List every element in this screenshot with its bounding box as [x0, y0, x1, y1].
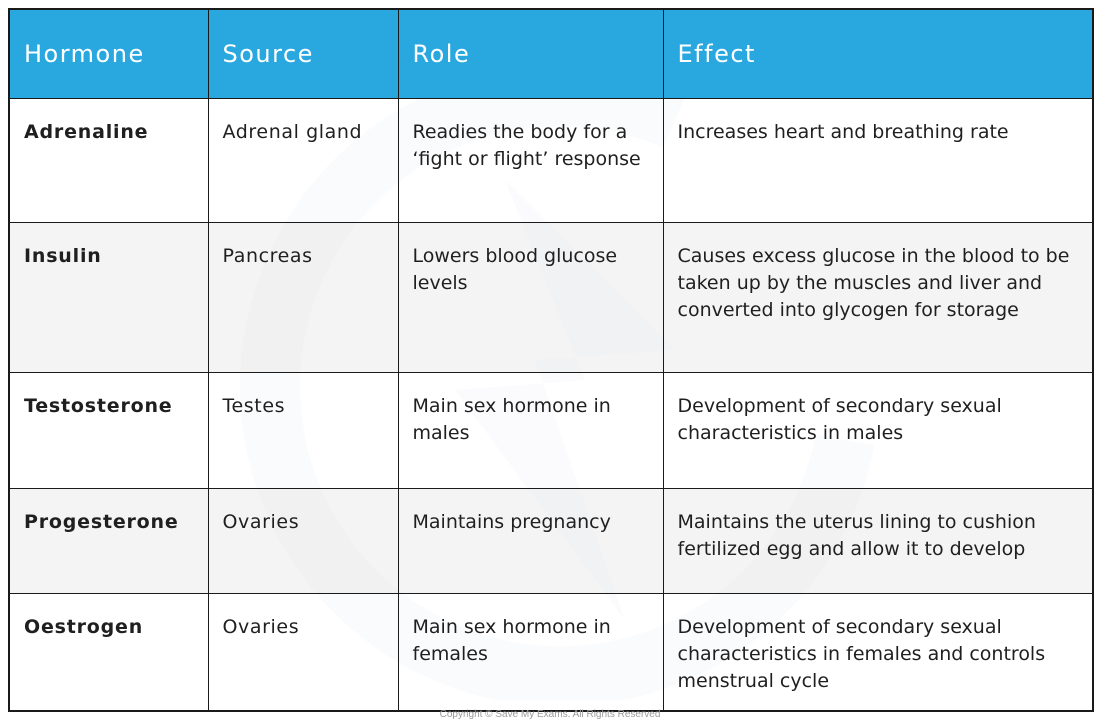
header-role: Role — [397, 8, 664, 99]
table-row: Oestrogen Ovaries Main sex hormone in fe… — [8, 593, 1094, 711]
source-cell: Pancreas — [207, 222, 399, 373]
source-cell: Testes — [207, 372, 399, 489]
hormone-table-container: Hormone Source Role Effect Adrenaline Ad… — [8, 8, 1094, 712]
effect-cell: Development of secondary sexual characte… — [662, 372, 1094, 489]
source-cell: Ovaries — [207, 593, 399, 711]
hormone-table: Hormone Source Role Effect Adrenaline Ad… — [8, 8, 1094, 712]
effect-cell: Development of secondary sexual characte… — [662, 593, 1094, 711]
effect-cell: Increases heart and breathing rate — [662, 98, 1094, 223]
source-cell: Ovaries — [207, 488, 399, 594]
hormone-cell: Testosterone — [8, 372, 209, 489]
hormone-cell: Progesterone — [8, 488, 209, 594]
header-source: Source — [207, 8, 399, 99]
role-cell: Lowers blood glucose levels — [397, 222, 664, 373]
header-effect: Effect — [662, 8, 1094, 99]
header-hormone: Hormone — [8, 8, 209, 99]
role-cell: Maintains pregnancy — [397, 488, 664, 594]
table-row: Insulin Pancreas Lowers blood glucose le… — [8, 222, 1094, 373]
hormone-cell: Oestrogen — [8, 593, 209, 711]
role-cell: Main sex hormone in males — [397, 372, 664, 489]
hormone-cell: Insulin — [8, 222, 209, 373]
hormone-cell: Adrenaline — [8, 98, 209, 223]
effect-cell: Maintains the uterus lining to cushion f… — [662, 488, 1094, 594]
effect-cell: Causes excess glucose in the blood to be… — [662, 222, 1094, 373]
table-row: Testosterone Testes Main sex hormone in … — [8, 372, 1094, 489]
role-cell: Main sex hormone in females — [397, 593, 664, 711]
table-row: Progesterone Ovaries Maintains pregnancy… — [8, 488, 1094, 594]
table-row: Adrenaline Adrenal gland Readies the bod… — [8, 98, 1094, 223]
source-cell: Adrenal gland — [207, 98, 399, 223]
copyright-notice: Copyright © Save My Exams. All Rights Re… — [439, 709, 661, 720]
table-header-row: Hormone Source Role Effect — [8, 8, 1094, 99]
role-cell: Readies the body for a ‘fight or flight’… — [397, 98, 664, 223]
